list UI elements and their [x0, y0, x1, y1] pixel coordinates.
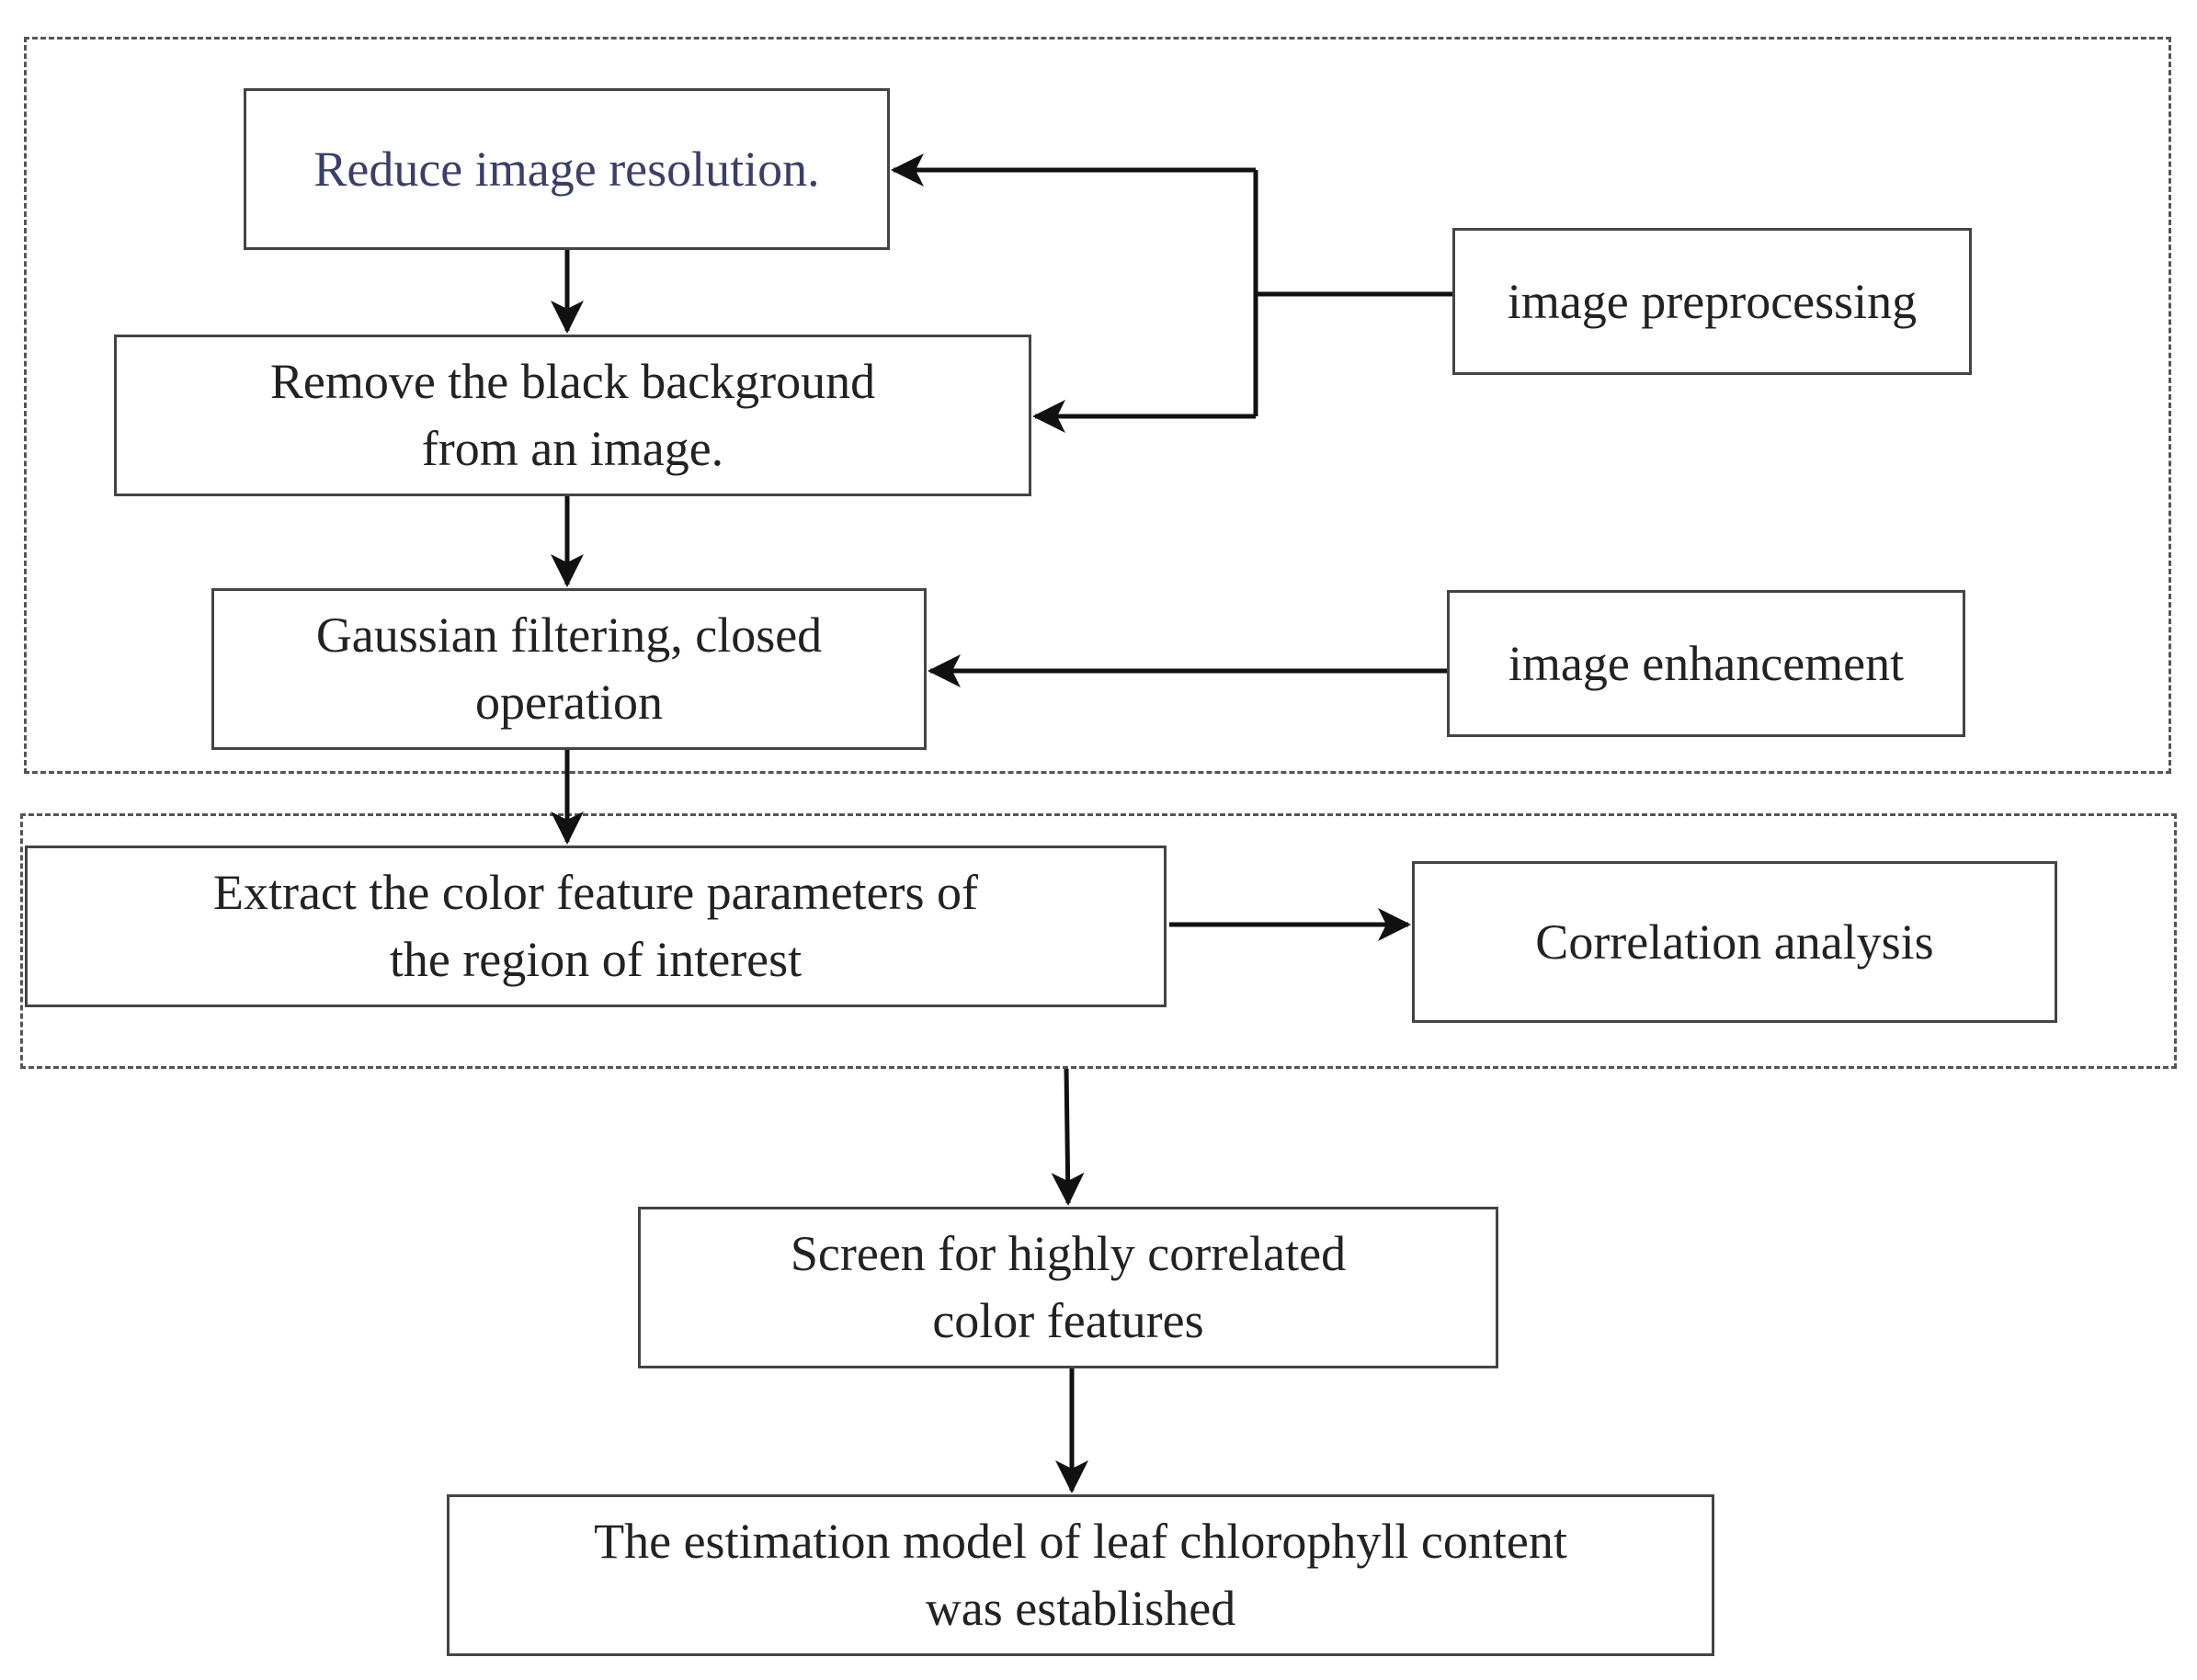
node-screen-features-label: Screen for highly correlated color featu…: [790, 1226, 1347, 1348]
node-image-preprocessing-label: image preprocessing: [1507, 273, 1918, 329]
node-reduce-resolution-label: Reduce image resolution.: [313, 141, 820, 197]
node-image-preprocessing: image preprocessing: [1452, 228, 1972, 375]
node-remove-background-label: Remove the black background from an imag…: [269, 354, 876, 476]
node-screen-features: Screen for highly correlated color featu…: [638, 1207, 1498, 1368]
node-extract-color-features: Extract the color feature parameters of …: [25, 846, 1167, 1007]
node-correlation-analysis-label: Correlation analysis: [1535, 914, 1934, 970]
node-gaussian-filtering-label: Gaussian filtering, closed operation: [315, 607, 823, 730]
node-gaussian-filtering: Gaussian filtering, closed operation: [211, 588, 927, 750]
node-estimation-model: The estimation model of leaf chlorophyll…: [447, 1494, 1714, 1656]
node-correlation-analysis: Correlation analysis: [1412, 861, 2057, 1023]
node-remove-background: Remove the black background from an imag…: [114, 335, 1031, 496]
node-extract-color-features-label: Extract the color feature parameters of …: [212, 865, 979, 987]
node-reduce-resolution: Reduce image resolution.: [244, 88, 890, 250]
feature-extraction-group: [20, 813, 2177, 1069]
node-estimation-model-label: The estimation model of leaf chlorophyll…: [594, 1514, 1567, 1636]
node-image-enhancement: image enhancement: [1447, 590, 1965, 737]
edge-group-to-screen: [1051, 1068, 1085, 1206]
node-image-enhancement-label: image enhancement: [1508, 635, 1905, 691]
preprocessing-group: [24, 37, 2171, 774]
